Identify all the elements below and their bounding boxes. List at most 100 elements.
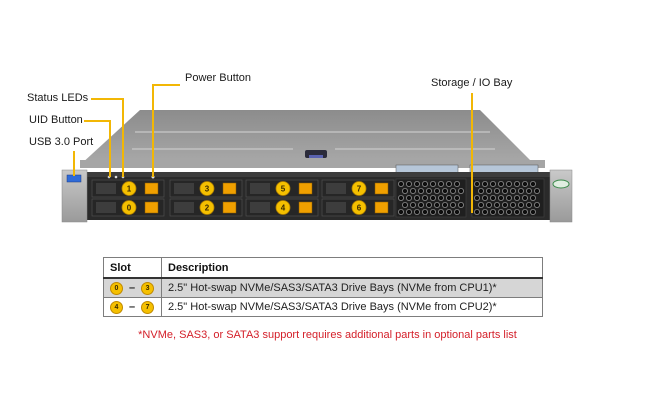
vent-hole bbox=[473, 180, 480, 187]
bay-number-badge bbox=[199, 200, 215, 215]
vent-hole bbox=[522, 194, 529, 201]
vent-hole bbox=[522, 180, 529, 187]
vent-hole bbox=[397, 194, 404, 201]
vent-hole bbox=[429, 208, 436, 215]
drive-bay-4[interactable]: 4 bbox=[245, 198, 319, 217]
chassis-top bbox=[80, 110, 535, 165]
vent-hole bbox=[397, 180, 404, 187]
slot-description: 2.5" Hot-swap NVMe/SAS3/SATA3 Drive Bays… bbox=[161, 297, 543, 317]
drive-tray-release-latch[interactable] bbox=[144, 182, 159, 195]
vent-hole bbox=[409, 201, 416, 208]
vent-hole bbox=[429, 194, 436, 201]
drive-bay-3[interactable]: 3 bbox=[169, 179, 243, 198]
drive-tray-release-latch[interactable] bbox=[222, 201, 237, 214]
drive-bay-1[interactable]: 1 bbox=[91, 179, 165, 198]
vent-hole bbox=[405, 208, 412, 215]
drive-tray-vent bbox=[326, 183, 346, 194]
vent-hole bbox=[501, 187, 508, 194]
vent-hole bbox=[481, 208, 488, 215]
drive-tray-release-latch[interactable] bbox=[374, 201, 389, 214]
drive-tray-vent bbox=[250, 202, 270, 213]
vent-hole bbox=[441, 201, 448, 208]
vent-hole bbox=[457, 201, 464, 208]
vent-hole bbox=[514, 208, 521, 215]
vent-hole bbox=[489, 180, 496, 187]
drive-bay-7[interactable]: 7 bbox=[321, 179, 395, 198]
vent-hole bbox=[530, 208, 537, 215]
vent-hole bbox=[405, 180, 412, 187]
vent-hole bbox=[477, 201, 484, 208]
vent-hole bbox=[514, 180, 521, 187]
vent-hole bbox=[522, 208, 529, 215]
callout-line-uid bbox=[84, 120, 111, 122]
drive-tray-release-latch[interactable] bbox=[298, 182, 313, 195]
vent-hole bbox=[409, 187, 416, 194]
table-header-row: Slot Description bbox=[103, 257, 543, 279]
vent-hole bbox=[477, 187, 484, 194]
drive-bay-6[interactable]: 6 bbox=[321, 198, 395, 217]
bay-number-label: 4 bbox=[281, 204, 286, 213]
vent-hole bbox=[489, 194, 496, 201]
bay-number-badge bbox=[199, 181, 215, 196]
range-dash: – bbox=[129, 282, 136, 294]
footnote: *NVMe, SAS3, or SATA3 support requires a… bbox=[138, 329, 517, 341]
drive-bay-0[interactable]: 0 bbox=[91, 198, 165, 217]
vent-hole bbox=[534, 187, 541, 194]
drive-bay-5[interactable]: 5 bbox=[245, 179, 319, 198]
callout-line-uid bbox=[109, 120, 111, 177]
callout-line-power bbox=[152, 84, 154, 177]
slot-range: 0–3 bbox=[103, 277, 162, 298]
vent-hole bbox=[453, 208, 460, 215]
usb-port[interactable] bbox=[66, 174, 82, 183]
top-cover-latch-tab bbox=[309, 155, 323, 158]
callout-line-status-leds bbox=[91, 98, 124, 100]
vent-hole bbox=[401, 187, 408, 194]
drive-tray-release-latch[interactable] bbox=[144, 201, 159, 214]
vent-hole bbox=[509, 187, 516, 194]
storage-io-bay-left bbox=[395, 178, 467, 218]
vent-hole bbox=[425, 187, 432, 194]
vent-hole bbox=[530, 180, 537, 187]
vent-hole bbox=[445, 194, 452, 201]
bay-number-label: 3 bbox=[205, 185, 210, 194]
bay-number-badge bbox=[121, 181, 137, 196]
callout-usb-port: USB 3.0 Port bbox=[29, 136, 94, 148]
bay-number-badge bbox=[121, 200, 137, 215]
vent-hole bbox=[421, 208, 428, 215]
bay-number-label: 6 bbox=[357, 204, 362, 213]
vent-hole bbox=[433, 187, 440, 194]
vent-hole bbox=[437, 194, 444, 201]
vent-hole bbox=[481, 180, 488, 187]
bay-number-label: 0 bbox=[127, 204, 132, 213]
vent-hole bbox=[518, 187, 525, 194]
callout-line-storage bbox=[471, 93, 473, 213]
drive-tray-release-latch[interactable] bbox=[374, 182, 389, 195]
drive-bay-2[interactable]: 2 bbox=[169, 198, 243, 217]
slot-range: 4–7 bbox=[103, 297, 162, 317]
vent-hole bbox=[526, 187, 533, 194]
vent-hole bbox=[473, 194, 480, 201]
vent-hole bbox=[473, 208, 480, 215]
bay-number-badge bbox=[275, 181, 291, 196]
vent-hole bbox=[437, 180, 444, 187]
vent-hole bbox=[413, 208, 420, 215]
slot-badge: 4 bbox=[110, 300, 123, 314]
chassis-front-lip bbox=[80, 160, 545, 168]
vent-hole bbox=[413, 194, 420, 201]
storage-io-bay-right bbox=[471, 178, 545, 218]
bay-number-badge bbox=[351, 181, 367, 196]
brand-logo bbox=[552, 179, 570, 189]
vent-hole bbox=[453, 180, 460, 187]
vent-hole bbox=[518, 201, 525, 208]
vent-hole bbox=[501, 201, 508, 208]
vent-hole bbox=[530, 194, 537, 201]
uid-button[interactable] bbox=[114, 175, 118, 179]
callout-line-usb bbox=[73, 151, 75, 176]
bay-number-label: 1 bbox=[127, 185, 132, 194]
callout-line-power bbox=[152, 84, 180, 86]
drive-tray-release-latch[interactable] bbox=[222, 182, 237, 195]
vent-hole bbox=[437, 208, 444, 215]
drive-tray-release-latch[interactable] bbox=[298, 201, 313, 214]
vent-hole bbox=[493, 201, 500, 208]
